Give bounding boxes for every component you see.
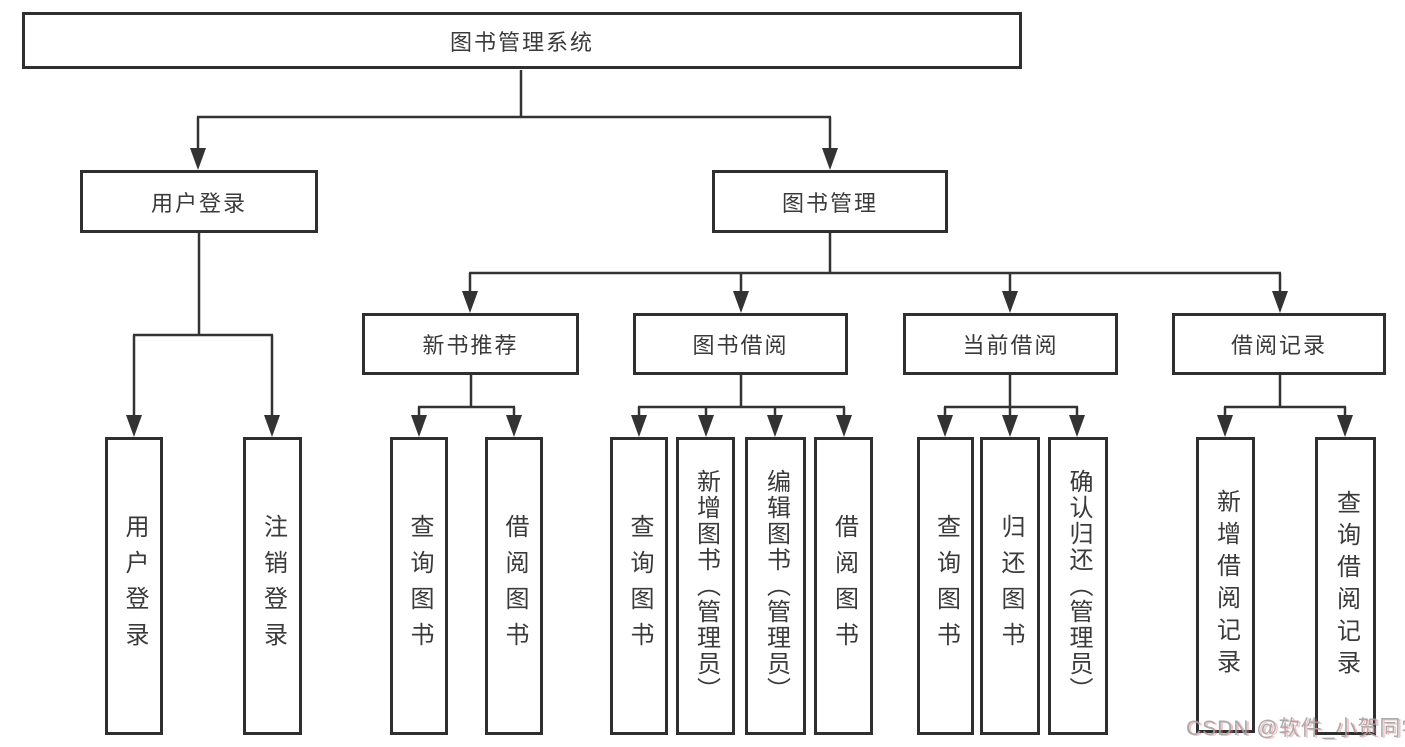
leaf-borrow-books: 借阅图书: [814, 437, 873, 735]
leaf-add-borrow-record: 新增借阅记录: [1196, 437, 1255, 733]
node-book-management-label: 图书管理: [781, 190, 878, 216]
leaf-return-books-label: 归还图书: [997, 514, 1024, 658]
leaf-logout: 注销登录: [243, 437, 302, 735]
node-book-borrowing: 图书借阅: [633, 313, 848, 375]
leaf-add-borrow-record-label: 新增借阅记录: [1212, 489, 1240, 681]
node-borrow-records-label: 借阅记录: [1230, 333, 1327, 358]
node-book-borrowing-label: 图书借阅: [692, 333, 789, 358]
connector-borrow-records-children: [1217, 375, 1353, 437]
leaf-query-books-current-label: 查询图书: [932, 514, 960, 658]
leaf-borrow-books-label: 借阅图书: [830, 514, 858, 658]
leaf-query-books-recommend-label: 查询图书: [406, 514, 433, 658]
leaf-confirm-return-admin-label: 确认归还（管理员）: [1065, 469, 1092, 703]
node-current-borrowing: 当前借阅: [903, 313, 1118, 375]
leaf-logout-label: 注销登录: [259, 514, 287, 658]
connector-new-books-children: [411, 375, 522, 437]
connector-user-login-children: [126, 233, 280, 437]
leaf-borrow-books-recommend: 借阅图书: [485, 437, 543, 735]
csdn-watermark: CSDN @软件_小贺同学: [1186, 717, 1405, 740]
leaf-query-borrow-record-label: 查询借阅记录: [1332, 490, 1360, 682]
leaf-edit-books-admin: 编辑图书（管理员）: [745, 437, 806, 735]
node-user-login-label: 用户登录: [150, 190, 247, 216]
connector-current-borrow-children: [937, 375, 1085, 437]
leaf-confirm-return-admin: 确认归还（管理员）: [1048, 437, 1108, 735]
leaf-edit-books-admin-label: 编辑图书（管理员）: [762, 469, 790, 703]
leaf-query-books-borrowing: 查询图书: [610, 437, 668, 735]
leaf-add-books-admin: 新增图书（管理员）: [676, 437, 735, 735]
node-new-book-recommend-label: 新书推荐: [422, 333, 519, 358]
node-root-system: 图书管理系统: [22, 12, 1022, 69]
node-book-management: 图书管理: [712, 170, 948, 233]
leaf-user-login-label: 用户登录: [121, 514, 148, 658]
leaf-query-books-recommend: 查询图书: [390, 437, 448, 735]
leaf-borrow-books-recommend-label: 借阅图书: [501, 514, 528, 658]
leaf-query-borrow-record: 查询借阅记录: [1315, 437, 1376, 735]
leaf-return-books: 归还图书: [980, 437, 1040, 735]
node-borrow-records: 借阅记录: [1172, 313, 1386, 375]
connector-book-borrow-children: [631, 375, 852, 437]
node-current-borrowing-label: 当前借阅: [962, 333, 1059, 358]
node-user-login: 用户登录: [80, 170, 318, 233]
leaf-query-books-current: 查询图书: [917, 437, 974, 735]
connector-root-to-level2: [190, 70, 838, 170]
leaf-add-books-admin-label: 新增图书（管理员）: [692, 469, 720, 703]
connector-book-mgmt-children: [462, 233, 1288, 313]
node-new-book-recommend: 新书推荐: [362, 313, 579, 375]
leaf-user-login: 用户登录: [105, 437, 163, 735]
node-root-system-label: 图书管理系统: [449, 29, 594, 55]
leaf-query-books-borrowing-label: 查询图书: [626, 514, 653, 658]
